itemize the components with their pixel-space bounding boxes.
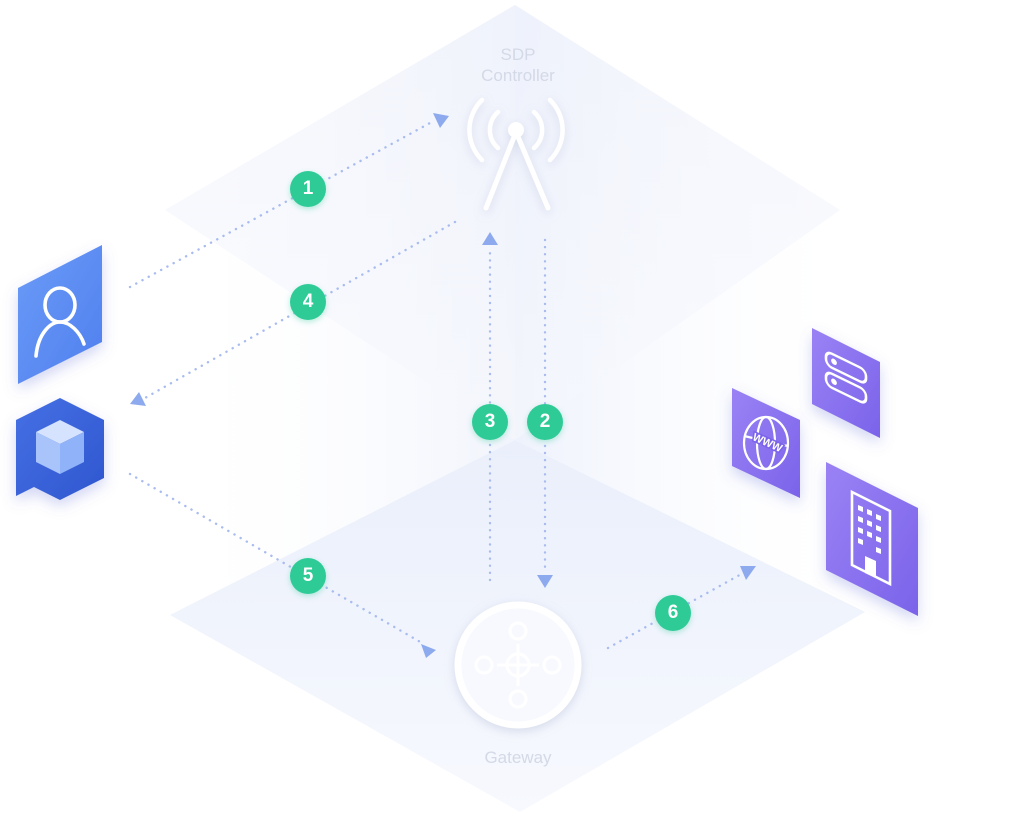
gateway-label: Gateway [484,748,552,767]
sdp-controller-label: SDP Controller [448,44,588,86]
globe-www-icon [742,415,790,471]
user-icon [34,286,86,358]
step-badge-3: 3 [472,404,508,440]
arrowhead-to-agent [130,392,146,406]
arrowhead-up-controller [482,232,498,245]
arrowhead-to-resources [740,566,756,580]
step-badge-5: 5 [290,558,326,594]
antenna-icon [467,97,565,211]
server-icon [824,351,868,404]
www-tile: WWW [732,388,800,498]
connector-step-5 [128,472,424,645]
sdp-controller-label-line2: Controller [481,66,555,85]
office-building-icon [850,489,892,587]
office-building-tile [826,462,918,616]
arrowhead-to-controller [433,113,449,128]
arrowheads [130,113,756,658]
step-badge-2: 2 [527,404,563,440]
step-badge-6: 6 [655,595,691,631]
connector-step-1 [128,121,432,289]
box-top-back [165,5,840,440]
agent-tile [16,398,104,500]
arrowhead-to-gateway [421,644,436,658]
cube-icon [36,420,84,474]
arrowhead-down-gateway [537,575,553,588]
sdp-controller-label-line1: SDP [500,45,536,64]
user-tile [18,245,102,384]
server-tile [812,328,880,438]
step-badge-1: 1 [290,171,326,207]
network-hub-icon [454,601,582,729]
step-badge-4: 4 [290,284,326,320]
